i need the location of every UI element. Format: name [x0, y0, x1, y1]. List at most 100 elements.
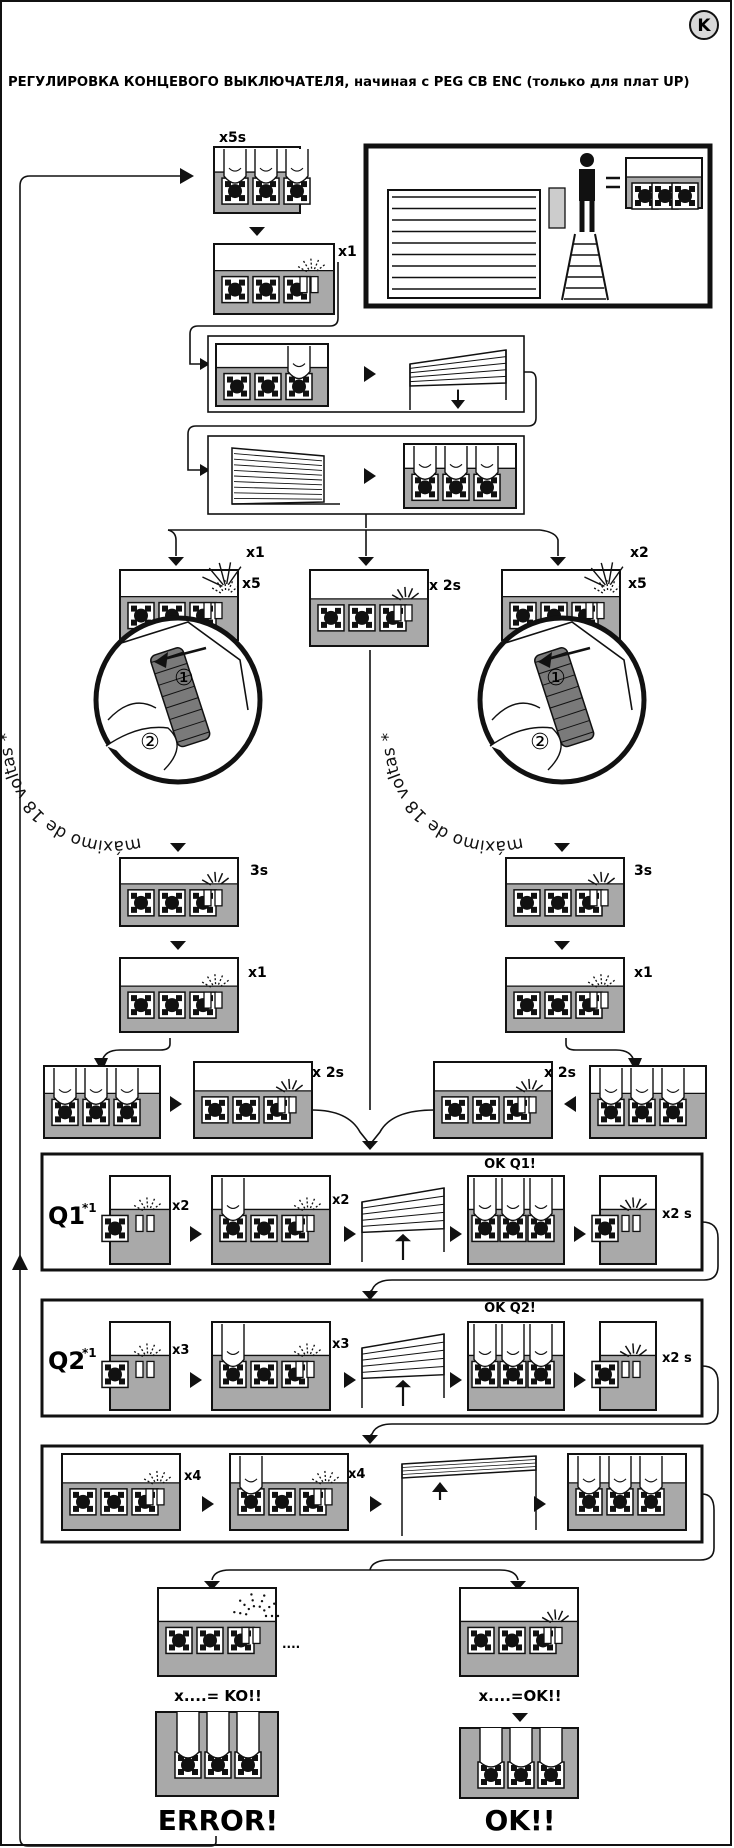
- blink-ray: [529, 1079, 530, 1089]
- finger-icon: [222, 1178, 244, 1220]
- q1-blink-c: x2 s: [662, 1207, 692, 1222]
- blink-dot: [273, 1602, 275, 1604]
- board-button-knob: [259, 283, 273, 297]
- led-icon: [601, 992, 608, 1008]
- finger-icon: [85, 1068, 107, 1104]
- error-label: ERROR!: [158, 1804, 278, 1837]
- flow-line: [566, 1038, 636, 1064]
- led-icon: [215, 890, 222, 906]
- board-button-knob: [107, 1495, 121, 1509]
- led-icon: [157, 1489, 164, 1505]
- board-button-knob: [474, 1633, 488, 1647]
- finger-icon: [54, 1068, 76, 1104]
- led-icon: [300, 277, 307, 293]
- finger-icon: [177, 1712, 199, 1758]
- board-button-knob: [604, 1105, 618, 1119]
- arrow-right-icon: [180, 168, 194, 184]
- flow-line: [100, 1038, 170, 1064]
- blink-ray: [325, 1471, 326, 1481]
- right-x1: x1: [634, 965, 653, 981]
- led-icon: [204, 890, 211, 906]
- finger-icon: [288, 346, 310, 379]
- led-icon: [242, 1627, 249, 1643]
- blink-dot: [245, 1613, 247, 1615]
- led-icon: [601, 890, 608, 906]
- board-button-knob: [506, 1367, 520, 1381]
- arrow-left-icon: [564, 1096, 576, 1112]
- right-x2s: x 2s: [544, 1065, 576, 1081]
- board-button-knob: [544, 1768, 558, 1782]
- finger-icon: [116, 1068, 138, 1104]
- left-x1: x1: [248, 965, 267, 981]
- finger-icon: [240, 1456, 262, 1494]
- board-button-knob: [635, 1105, 649, 1119]
- q3-blink-b: x4: [348, 1467, 365, 1482]
- board-button-knob: [551, 896, 565, 910]
- finger-icon: [540, 1728, 562, 1767]
- blink-dot: [239, 1612, 241, 1614]
- board-button-knob: [418, 480, 432, 494]
- finger-icon: [255, 149, 277, 183]
- led-icon: [633, 1361, 640, 1377]
- led-icon: [311, 277, 318, 293]
- led-icon: [622, 1215, 629, 1231]
- flow-line: [540, 530, 558, 556]
- ok-caption: x....=OK!!: [478, 1687, 561, 1705]
- motor-box-icon: [549, 188, 565, 228]
- board-button-knob: [228, 184, 242, 198]
- flow-line: [312, 1110, 368, 1142]
- q1-ok: OK Q1!: [484, 1157, 536, 1172]
- blink-dot: [263, 1609, 265, 1611]
- led-icon: [147, 1215, 154, 1231]
- left-blink-a: x1: [246, 545, 265, 561]
- finger-icon: [480, 1728, 502, 1767]
- arrow-down-icon: [362, 1141, 378, 1150]
- q2-sup: *1: [82, 1346, 97, 1360]
- board-button-knob: [534, 1367, 548, 1381]
- finger-icon: [474, 1178, 496, 1220]
- board-button-knob: [479, 1103, 493, 1117]
- board-button-knob: [324, 611, 338, 625]
- board-button-knob: [534, 1221, 548, 1235]
- arrow-down-icon: [358, 557, 374, 566]
- q2-blink-a: x3: [172, 1343, 189, 1358]
- finger-icon: [474, 1324, 496, 1366]
- ko-dots: ....: [282, 1637, 300, 1651]
- arrow-down-icon: [249, 227, 265, 236]
- hold-time-label: x5s: [219, 130, 246, 146]
- led-icon: [622, 1361, 629, 1377]
- finger-icon: [600, 1068, 622, 1104]
- finger-icon: [414, 446, 436, 479]
- flow-line: [372, 1110, 434, 1142]
- q1-blink-b: x2: [332, 1193, 349, 1208]
- led-icon: [597, 603, 604, 619]
- blink-ray: [307, 1197, 308, 1207]
- board-button-knob: [638, 189, 652, 203]
- blink-dot: [239, 1600, 241, 1602]
- blink-dot: [277, 1615, 279, 1617]
- finger-icon: [640, 1456, 662, 1494]
- mid-blink: x 2s: [429, 578, 461, 594]
- blink-ray: [157, 1471, 158, 1481]
- finger-icon: [237, 1712, 259, 1758]
- arrow-down-icon: [168, 557, 184, 566]
- finger-icon: [222, 1324, 244, 1366]
- led-icon: [146, 1489, 153, 1505]
- board-button-knob: [514, 1768, 528, 1782]
- finger-icon: [502, 1178, 524, 1220]
- person-icon: [580, 153, 594, 167]
- finger-icon: [207, 1712, 229, 1758]
- finger-icon: [631, 1068, 653, 1104]
- board-button-knob: [598, 1367, 612, 1381]
- page-badge: K: [697, 16, 711, 36]
- board-button-knob: [261, 380, 275, 394]
- q2-blink-c: x2 s: [662, 1351, 692, 1366]
- blink-dot: [268, 1606, 270, 1608]
- person-icon: [579, 169, 595, 201]
- q1-label: Q1: [48, 1202, 85, 1230]
- blink-dot: [261, 1600, 263, 1602]
- right-blink-a: x2: [630, 545, 649, 561]
- blink-ray: [633, 1197, 634, 1207]
- board-button-knob: [226, 1367, 240, 1381]
- led-icon: [136, 1361, 143, 1377]
